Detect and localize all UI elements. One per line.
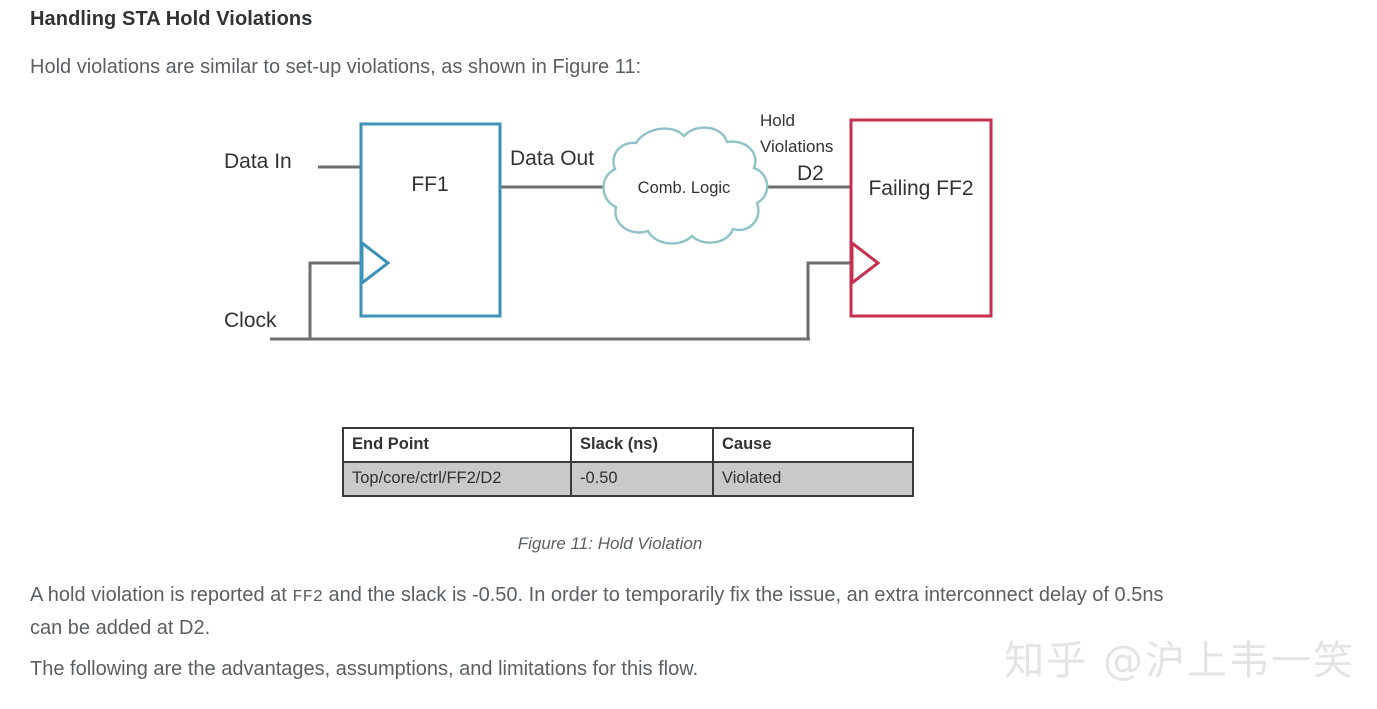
hold-violation-diagram: FF1 Failing FF2 Comb. Logic Data In Cloc… xyxy=(0,95,1377,360)
comb-logic-label: Comb. Logic xyxy=(638,179,731,197)
ff1-label: FF1 xyxy=(411,173,448,196)
paragraph-1-text-before: A hold violation is reported at xyxy=(30,584,293,606)
table-header-row: End Point Slack (ns) Cause xyxy=(342,428,914,463)
ff1-clock-triangle xyxy=(360,239,391,287)
column-header-end-point: End Point xyxy=(342,428,572,463)
table-row: Top/core/ctrl/FF2/D2 -0.50 Violated xyxy=(342,462,914,496)
intro-paragraph: Hold violations are similar to set-up vi… xyxy=(30,56,642,78)
cell-slack: -0.50 xyxy=(570,462,714,496)
figure-caption: Figure 11: Hold Violation xyxy=(517,534,703,553)
body-paragraph-2: The following are the advantages, assump… xyxy=(30,658,699,680)
violations-label: Violations xyxy=(760,137,833,156)
column-header-slack: Slack (ns) xyxy=(570,428,714,463)
paragraph-1-text-after: and the slack is -0.50. In order to temp… xyxy=(30,584,1164,639)
comb-logic-cloud: Comb. Logic xyxy=(602,126,769,245)
ff2-clock-triangle xyxy=(850,239,881,287)
timing-report-table: End Point Slack (ns) Cause Top/core/ctrl… xyxy=(342,427,914,497)
page-title: Handling STA Hold Violations xyxy=(30,8,313,30)
ff2-label: Failing FF2 xyxy=(868,177,973,200)
paragraph-1-code-ff2: FF2 xyxy=(292,588,323,607)
ff2-box xyxy=(849,118,993,318)
data-in-label: Data In xyxy=(224,150,292,173)
cell-end-point: Top/core/ctrl/FF2/D2 xyxy=(342,462,572,496)
hold-label: Hold xyxy=(760,111,795,130)
d2-label: D2 xyxy=(797,162,824,185)
cell-cause: Violated xyxy=(712,462,914,496)
ff1-box xyxy=(359,122,502,318)
column-header-cause: Cause xyxy=(712,428,914,463)
cloud-shape xyxy=(602,126,769,245)
zhihu-watermark: 知乎 @沪上韦一笑 xyxy=(1004,638,1355,684)
clock-label: Clock xyxy=(224,309,277,332)
body-paragraph-1: A hold violation is reported at FF2 and … xyxy=(30,580,1195,643)
wire-clock-ff2 xyxy=(806,261,852,339)
data-out-label: Data Out xyxy=(510,147,594,170)
wire-clock-ff1 xyxy=(308,261,362,339)
